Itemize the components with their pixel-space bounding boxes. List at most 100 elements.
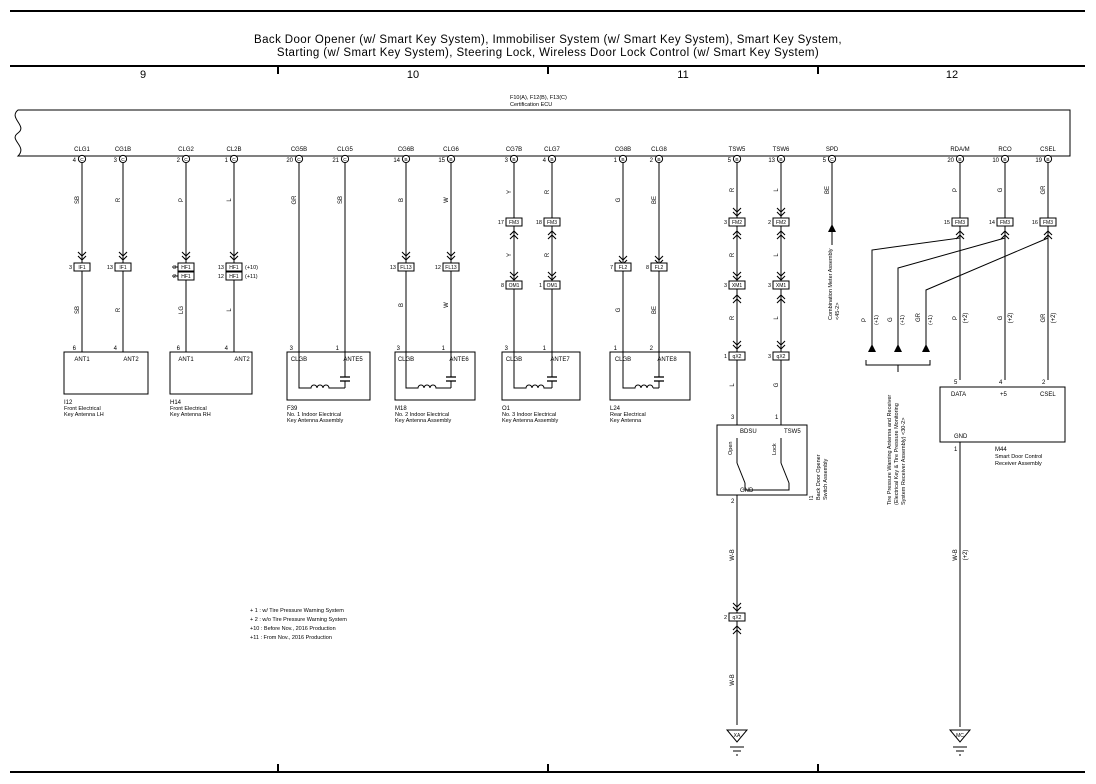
component-pin: 6 <box>73 346 77 352</box>
component-name: No. 1 Indoor Electrical <box>287 412 341 418</box>
component-box <box>63 351 149 395</box>
connector-box <box>397 262 415 272</box>
connector-pin: 3 <box>768 283 771 289</box>
wire-color: SB <box>75 306 81 314</box>
switch-pin: 1 <box>775 415 779 421</box>
connector-arrows <box>77 207 1053 635</box>
component-id: O1 <box>502 406 511 412</box>
connector-box <box>614 262 632 272</box>
terminal-pin: 21 <box>332 158 339 164</box>
wire-color: W-B <box>953 549 959 561</box>
terminal-pin: 3 <box>114 158 118 164</box>
terminal-circle <box>827 154 837 164</box>
terminal-conn: B <box>735 157 738 163</box>
connector-box <box>1039 217 1057 227</box>
terminal-name: CLG1 <box>74 147 90 153</box>
connector-pin: 2 <box>724 615 727 621</box>
component-id: I12 <box>64 400 73 406</box>
terminal-pin: 4 <box>73 158 77 164</box>
terminal-conn: B <box>621 157 624 163</box>
connector-id: FM2 <box>732 220 742 226</box>
wire-color: SB <box>338 196 344 204</box>
receiver-gnd: GND <box>954 434 968 440</box>
terminal-circle <box>955 154 965 164</box>
connector-id: FM2 <box>776 220 786 226</box>
wire-color: G <box>998 187 1004 192</box>
wire-color: B <box>399 303 405 307</box>
connector-box <box>442 262 460 272</box>
footnote: +10 : Before Nov., 2016 Production <box>250 626 336 632</box>
terminal-conn: B <box>449 157 452 163</box>
connector-id: qX2 <box>733 354 742 360</box>
switch-name: Back Door Opener <box>816 454 822 500</box>
connector-id: qX2 <box>733 615 742 621</box>
connector-pin: 12 <box>435 265 441 271</box>
wire-color: L <box>227 308 233 312</box>
terminal-circle <box>618 154 628 164</box>
connector-pin: 16 <box>1032 220 1038 226</box>
connector-id: HF1 <box>229 274 239 280</box>
connector-box <box>225 271 243 281</box>
antenna-coil <box>298 352 339 389</box>
wire-color: BE <box>652 196 658 204</box>
terminal-pin: 14 <box>393 158 400 164</box>
switch-name: Switch Assembly <box>823 458 829 500</box>
certification-ecu: F10(A), F12(B), F13(C) Certification ECU <box>14 95 1071 157</box>
wire-color: GR <box>1041 313 1047 323</box>
connector-pin: 7 <box>610 265 613 271</box>
wires <box>81 163 1049 727</box>
switch-open-label: Open <box>728 442 734 455</box>
connector-id: FL13 <box>445 265 457 271</box>
wire-color: L <box>774 316 780 320</box>
connector-pin: 3 <box>768 354 771 360</box>
connector-pin: 17 <box>498 220 504 226</box>
connector-pin: 3 <box>724 283 727 289</box>
component-pin: 3 <box>505 346 509 352</box>
tpms-note: (+1) <box>928 315 934 325</box>
wire-color: G <box>616 197 622 202</box>
switch-pin-bottom: 2 <box>731 499 735 505</box>
footnote: + 2 : w/o Tire Pressure Warning System <box>250 617 347 623</box>
connector-pin: 2 <box>173 274 176 280</box>
ground-label: XA <box>734 733 741 739</box>
component-pin: 6 <box>177 346 181 352</box>
connector-id: HF1 <box>181 265 191 271</box>
connector-pin: 13 <box>390 265 396 271</box>
connector-id: HF1 <box>229 265 239 271</box>
terminal-circle <box>446 154 456 164</box>
wire-color: P <box>953 316 959 320</box>
terminal-name: CSEL <box>1040 147 1056 153</box>
grid-number: 9 <box>140 69 146 81</box>
terminal-circle <box>1043 154 1053 164</box>
terminal-circle <box>181 154 191 164</box>
terminal-conn: C <box>121 157 125 163</box>
wire-color: W <box>444 302 450 308</box>
connector-id: FL2 <box>619 265 628 271</box>
terminal-pin: 13 <box>768 158 775 164</box>
terminal-conn: B <box>657 157 660 163</box>
ecu-connectors: F10(A), F12(B), F13(C) <box>510 95 567 101</box>
component-terminal: ANTE6 <box>449 357 469 363</box>
hf1-notes: (+10) (+11) <box>245 265 258 280</box>
connector-box <box>728 280 746 290</box>
connector-id: FM3 <box>547 220 557 226</box>
terminal-name: CL2B <box>226 147 241 153</box>
component-id: F39 <box>287 406 298 412</box>
component-name: Rear Electrical <box>610 412 646 418</box>
terminal-pin: 2 <box>177 158 181 164</box>
wire-color: R <box>545 252 551 257</box>
wire-color: (+2) <box>1051 313 1057 324</box>
terminal-name: CLG8 <box>651 147 667 153</box>
ground-labels: XA MC <box>734 733 965 739</box>
tpms-name: System Receiver Assembly) <30-2> <box>901 418 907 505</box>
component-box <box>501 351 581 401</box>
tpms-color: P <box>862 318 868 322</box>
terminal-conn: B <box>1003 157 1006 163</box>
connector-box <box>772 280 790 290</box>
connector-box <box>543 217 561 227</box>
switch-pin: 3 <box>731 415 735 421</box>
receiver-pin: 5 <box>954 380 958 386</box>
wire-color: R <box>730 315 736 320</box>
